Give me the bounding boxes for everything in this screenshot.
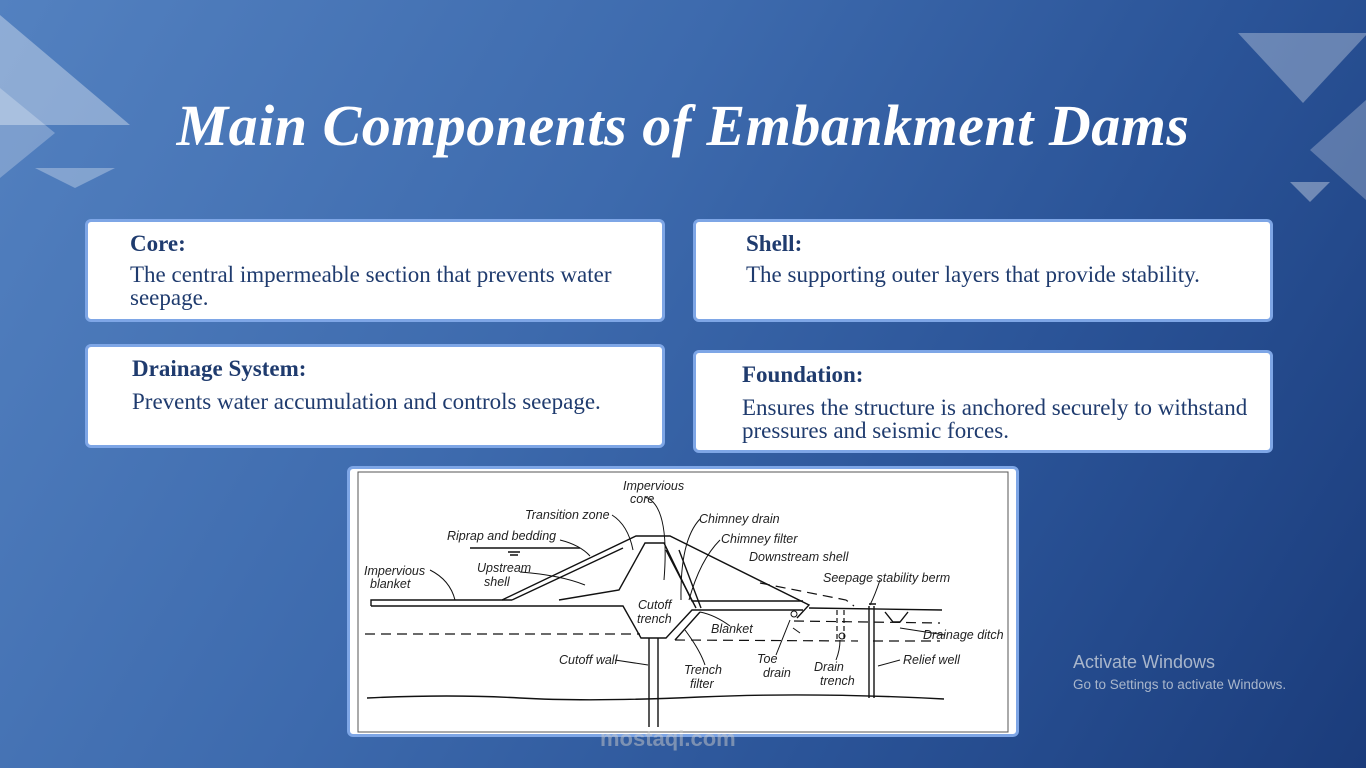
card-foundation: Foundation: Ensures the structure is anc… xyxy=(693,350,1273,453)
label-impervious-blanket: blanket xyxy=(370,577,411,591)
label-chimney-filter: Chimney filter xyxy=(721,532,798,546)
slide-title: Main Components of Embankment Dams xyxy=(176,93,1190,158)
card-body: The supporting outer layers that provide… xyxy=(746,262,1200,287)
label-chimney-drain: Chimney drain xyxy=(699,512,780,526)
label-toe-drain: drain xyxy=(763,666,791,680)
label-impervious-core: Impervious xyxy=(623,479,684,493)
decor-triangle xyxy=(1238,33,1366,103)
label-blanket: Blanket xyxy=(711,622,753,636)
card-core: Core: The central impermeable section th… xyxy=(85,219,665,322)
activate-windows-subtitle: Go to Settings to activate Windows. xyxy=(1073,677,1287,692)
label-trench-filter: filter xyxy=(690,677,714,691)
label-seepage-berm: Seepage stability berm xyxy=(823,571,950,585)
card-body: Prevents water accumulation and controls… xyxy=(132,389,601,414)
decor-triangle xyxy=(0,15,130,125)
label-drain-trench: Drain xyxy=(814,660,844,674)
label-impervious-blanket: Impervious xyxy=(364,564,425,578)
label-relief-well: Relief well xyxy=(903,653,961,667)
card-body: Ensures the structure is anchored secure… xyxy=(742,395,1248,443)
label-toe-drain: Toe xyxy=(757,652,777,666)
label-cutoff-trench: trench xyxy=(637,612,672,626)
card-drainage: Drainage System: Prevents water accumula… xyxy=(85,344,665,448)
decor-triangle xyxy=(0,88,55,178)
label-trench-filter: Trench xyxy=(684,663,722,677)
card-heading: Core: xyxy=(130,231,186,256)
decor-triangle xyxy=(35,168,115,188)
card-body: The central impermeable section that pre… xyxy=(130,262,612,310)
label-cutoff-trench: Cutoff xyxy=(638,598,673,612)
activate-windows-title: Activate Windows xyxy=(1073,652,1216,672)
label-upstream-shell: Upstream xyxy=(477,561,531,575)
card-heading: Foundation: xyxy=(742,362,864,387)
label-impervious-core: core xyxy=(630,492,654,506)
label-cutoff-wall: Cutoff wall xyxy=(559,653,619,667)
dam-diagram-svg: Impervious core Transition zone Riprap a… xyxy=(357,471,1009,733)
card-heading: Shell: xyxy=(746,231,803,256)
label-transition-zone: Transition zone xyxy=(525,508,610,522)
card-heading: Drainage System: xyxy=(132,356,307,381)
decor-triangle xyxy=(1290,182,1330,202)
label-riprap: Riprap and bedding xyxy=(447,529,556,543)
label-drain-trench: trench xyxy=(820,674,855,688)
label-upstream-shell: shell xyxy=(484,575,511,589)
label-downstream-shell: Downstream shell xyxy=(749,550,850,564)
site-watermark: mostaqi.com xyxy=(600,726,736,751)
decor-triangle xyxy=(1310,100,1366,200)
dam-cross-section-diagram: Impervious core Transition zone Riprap a… xyxy=(347,466,1019,737)
label-drainage-ditch: Drainage ditch xyxy=(923,628,1004,642)
card-shell: Shell: The supporting outer layers that … xyxy=(693,219,1273,322)
